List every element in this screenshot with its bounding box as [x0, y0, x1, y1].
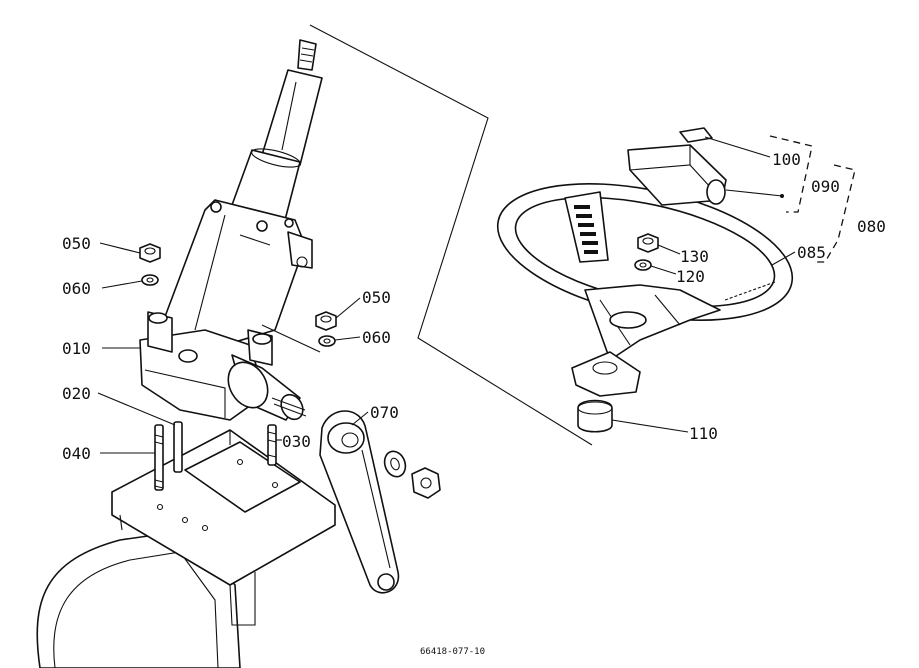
assembly-bracket-090 [769, 135, 813, 213]
explode-line [309, 24, 593, 446]
callout-020: 020 [62, 384, 91, 403]
arm-washer-and-nut [383, 450, 441, 499]
callout-010: 010 [62, 339, 91, 358]
callout-090: 090 [811, 177, 840, 196]
grip-pattern [574, 205, 598, 254]
callout-070: 070 [370, 403, 399, 422]
steering-column [139, 39, 323, 421]
leader-lines [97, 136, 796, 454]
callout-060-right: 060 [362, 328, 391, 347]
nut-and-washer-left [139, 243, 161, 286]
callout-050-right: 050 [362, 288, 391, 307]
callout-050-left: 050 [62, 234, 91, 253]
frame-support [36, 429, 336, 668]
callout-080: 080 [857, 217, 886, 236]
callout-130: 130 [680, 247, 709, 266]
pitman-arm [319, 410, 400, 594]
callout-085: 085 [797, 243, 826, 262]
assembly-bracket-080 [815, 164, 856, 263]
callout-030: 030 [282, 432, 311, 451]
callout-110: 110 [689, 424, 718, 443]
callout-labels: 100 090 080 130 085 120 110 050 060 050 … [62, 150, 886, 463]
callout-100: 100 [772, 150, 801, 169]
callout-060-left: 060 [62, 279, 91, 298]
diagram-code: 66418-077-10 [420, 647, 485, 657]
studs [154, 421, 277, 491]
callout-040: 040 [62, 444, 91, 463]
wheel-washer [634, 259, 652, 271]
wheel-nut [637, 233, 659, 253]
wheel-boss [571, 351, 641, 433]
callout-120: 120 [676, 267, 705, 286]
nut-and-washer-right [315, 311, 337, 347]
wheel-cap [627, 127, 727, 206]
